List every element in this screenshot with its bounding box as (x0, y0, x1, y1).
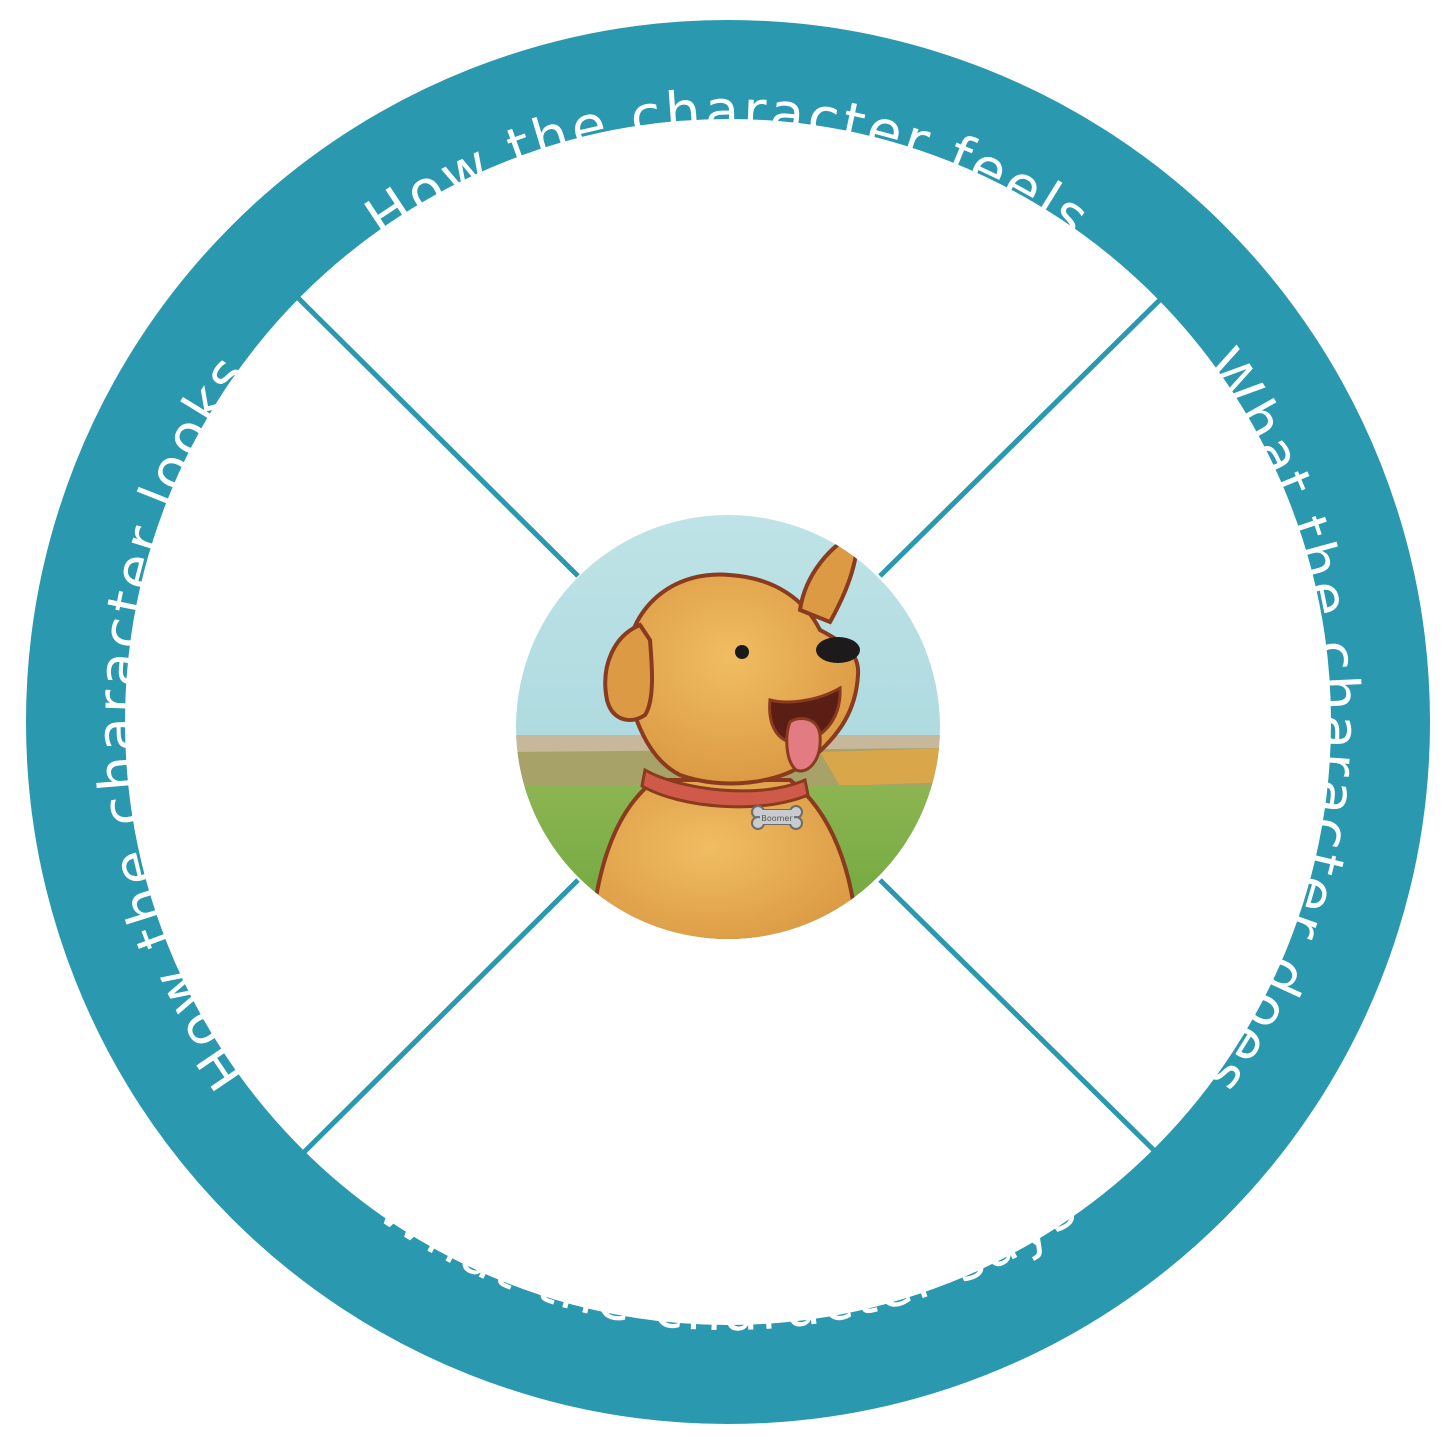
dog-left-ear (603, 622, 655, 722)
dog-name-tag: Boomer (751, 805, 803, 830)
divider-bottom-left (276, 878, 580, 1180)
center-dog-illustration: Boomer (516, 515, 940, 939)
dog-tongue (785, 717, 822, 773)
outer-ring (26, 20, 1430, 1424)
dog-eye (735, 645, 749, 659)
orange-field (820, 748, 940, 786)
ring-band (51, 45, 1405, 1399)
dog-collar (640, 767, 810, 809)
dog-nose (816, 637, 860, 663)
name-tag-text: Boomer (761, 814, 793, 823)
divider-top-left (276, 276, 580, 578)
quadrant-dividers (276, 276, 1184, 1180)
divider-top-right (878, 276, 1184, 578)
divider-bottom-right (878, 878, 1184, 1180)
